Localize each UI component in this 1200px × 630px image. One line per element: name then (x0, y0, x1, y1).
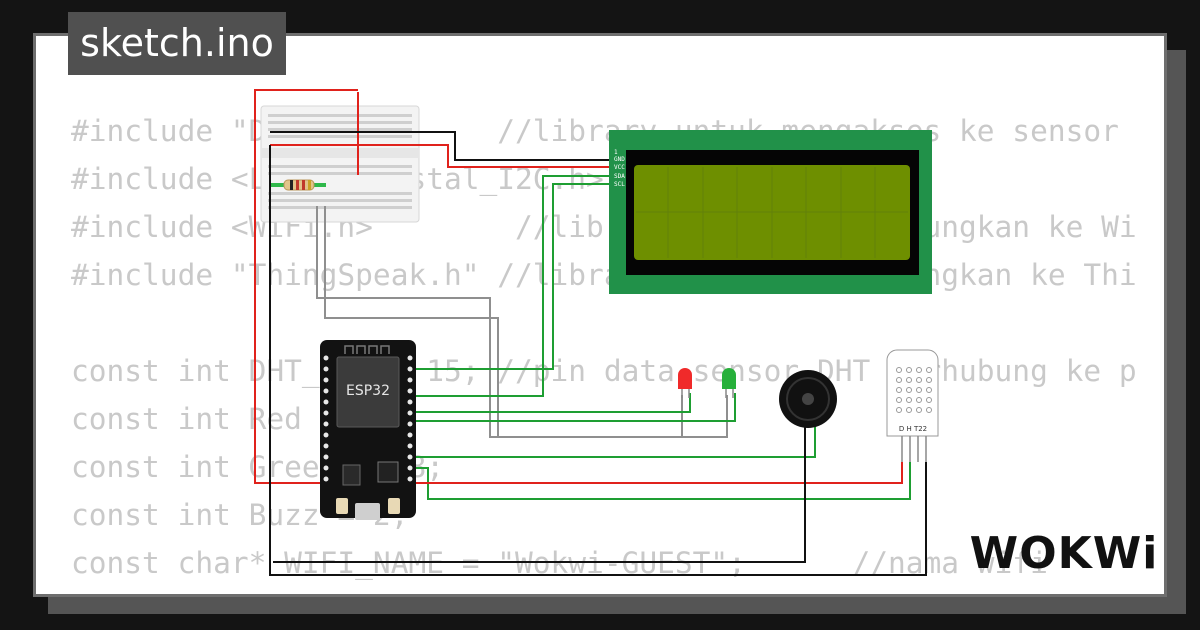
buzzer[interactable] (779, 370, 837, 428)
dht22-sensor[interactable]: D H T22 (886, 349, 939, 462)
wire-green-dht (410, 462, 911, 500)
wire-gray-led2-gnd (324, 206, 728, 438)
breadboard[interactable] (260, 105, 420, 223)
wire-gray-led-gnd (316, 206, 683, 438)
wire-green-buzzer (410, 422, 816, 458)
wire-red-vcc (270, 144, 612, 168)
wire-black-gnd-top (270, 131, 612, 161)
esp32-board[interactable]: ESP32 (320, 340, 416, 520)
lcd-pin-1: 1 (614, 149, 618, 156)
wire-red-dht (410, 462, 903, 484)
dht22-label: D H T22 (899, 425, 927, 433)
wires (254, 89, 927, 576)
resistor[interactable] (270, 179, 326, 191)
led-red[interactable] (678, 368, 692, 398)
lcd-display[interactable]: 1 GND VCC SDA SCL (609, 130, 932, 294)
wokwi-logo: WOKWi (970, 528, 1159, 579)
esp32-label: ESP32 (346, 383, 390, 399)
file-tab-title[interactable]: sketch.ino (68, 12, 286, 75)
wire-green-led-red (410, 393, 691, 413)
lcd-pin-vcc: VCC (614, 164, 625, 171)
wire-red-esp-left (254, 89, 358, 484)
wire-black-esp-gnd (269, 145, 927, 576)
wire-black-buzzer (273, 422, 806, 563)
wire-green-led-green (410, 393, 736, 422)
led-green[interactable] (722, 368, 736, 398)
wire-green-sda (410, 175, 612, 397)
lcd-pin-gnd: GND (614, 156, 625, 163)
lcd-pin-scl: SCL (614, 181, 625, 188)
wire-green-scl (410, 183, 612, 370)
lcd-pin-sda: SDA (614, 173, 625, 180)
